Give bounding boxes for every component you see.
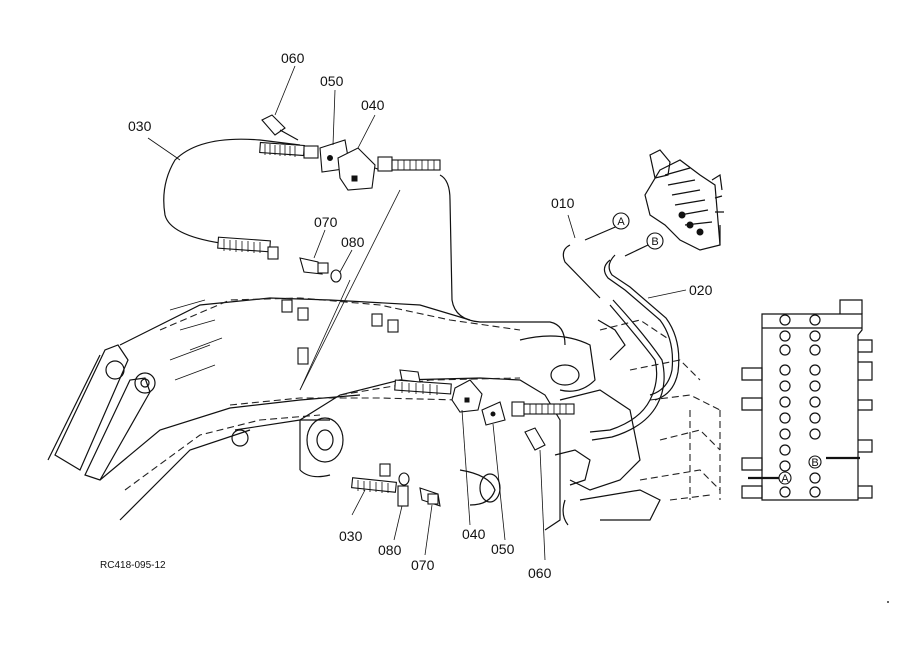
inset-port-b xyxy=(808,455,822,469)
callout-040-bottom: 040 xyxy=(462,526,486,542)
callout-020: 020 xyxy=(689,282,713,298)
cylinder-body xyxy=(299,319,721,531)
leader-lines xyxy=(147,65,687,561)
fittings xyxy=(217,114,575,507)
callout-050-top: 050 xyxy=(320,73,344,89)
inset-port-b-label: B xyxy=(811,457,818,469)
boom-clip xyxy=(371,313,383,327)
callout-040-top: 040 xyxy=(361,97,385,113)
figure-code: RC418-095-12 xyxy=(100,560,166,571)
inset-port-a-label: A xyxy=(781,473,789,485)
callout-060-bottom: 060 xyxy=(528,565,552,581)
bolt-060-lower xyxy=(524,427,546,451)
bolt-060-top xyxy=(261,114,299,141)
port-a-label: A xyxy=(617,216,625,228)
boom-clip xyxy=(387,319,399,333)
hose-end-030-lower xyxy=(350,463,398,493)
corner-dot xyxy=(887,601,889,603)
callout-060-top: 060 xyxy=(281,50,305,66)
inset-rows xyxy=(779,314,821,498)
callout-030-top: 030 xyxy=(128,118,152,134)
block-040-mid xyxy=(451,379,483,413)
inset-port-a xyxy=(778,471,792,485)
callout-080-bottom: 080 xyxy=(378,542,402,558)
hose-end-030-top xyxy=(259,141,319,159)
adapter-070-lower xyxy=(419,487,441,507)
callout-010: 010 xyxy=(551,195,575,211)
port-b-marker: B xyxy=(646,232,664,250)
callout-070-top: 070 xyxy=(314,214,338,230)
hose-lines xyxy=(163,138,680,441)
valve-inset: A B xyxy=(741,299,873,501)
adapter-070-mid xyxy=(299,257,329,275)
boom-clip xyxy=(297,307,309,321)
o-ring-080-mid xyxy=(330,269,342,283)
control-valve xyxy=(644,149,724,251)
hose-end-top-right xyxy=(377,156,441,172)
callout-050-bottom: 050 xyxy=(491,541,515,557)
hose-end-mid-upper xyxy=(394,369,452,395)
callout-070-bottom: 070 xyxy=(411,557,435,573)
port-b-label: B xyxy=(651,236,658,248)
block-040-top xyxy=(337,147,381,191)
boom-clip xyxy=(297,347,309,365)
hose-end-030-mid xyxy=(217,236,279,260)
o-ring-080-lower xyxy=(398,472,410,486)
hose-end-mid-right xyxy=(511,401,575,417)
callout-030-bottom: 030 xyxy=(339,528,363,544)
hose-sleeve-lower xyxy=(397,485,409,507)
boom-clip xyxy=(281,299,293,313)
clamp-050-mid xyxy=(481,401,506,426)
port-a-marker: A xyxy=(612,212,630,230)
callout-080-top: 080 xyxy=(341,234,365,250)
callout-labels: 060 050 040 030 070 080 010 020 030 080 … xyxy=(128,50,713,581)
boom-arm-assembly xyxy=(47,297,521,521)
